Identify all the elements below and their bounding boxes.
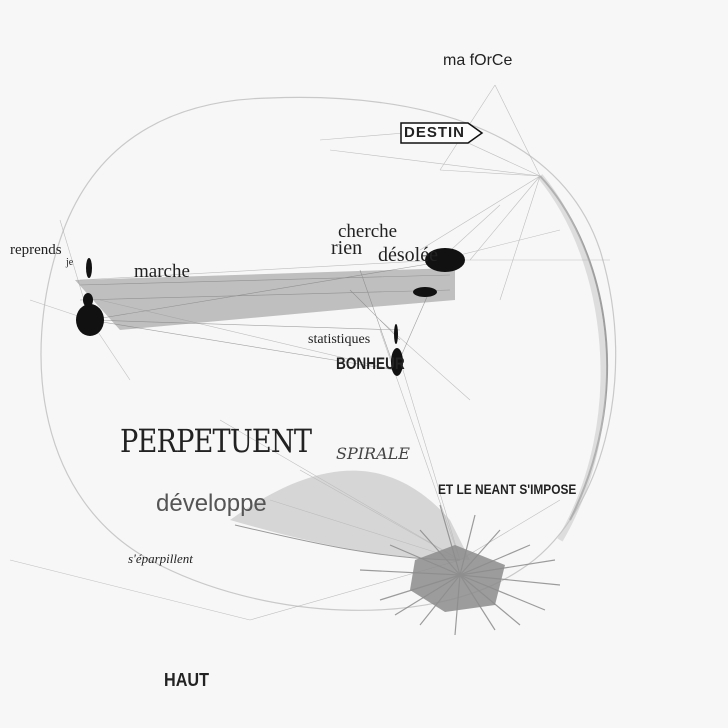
word-desolee: désolée xyxy=(378,244,438,266)
node-blobs xyxy=(76,248,465,376)
word-destin: DESTIN xyxy=(404,124,466,141)
word-je: je xyxy=(66,257,74,268)
word-reprends: reprends xyxy=(10,242,62,258)
outer-loop xyxy=(40,96,617,611)
word-developpe: développe xyxy=(156,490,267,517)
destin-sign-frame xyxy=(400,122,484,144)
word-et-le-neant: ET LE NEANT S'IMPOSE xyxy=(438,481,577,497)
word-marche: marche xyxy=(134,261,190,282)
word-eparpillent: s'éparpillent xyxy=(128,551,193,566)
lower-sheet xyxy=(230,470,470,560)
word-bonheur: BONHEUR xyxy=(336,354,405,373)
central-band xyxy=(75,268,455,330)
word-perpetuent: PERPETUENT xyxy=(120,422,312,460)
word-ma-force: ma fOrCe xyxy=(443,52,513,69)
word-statistiques: statistiques xyxy=(308,332,371,347)
word-spirale: SPIRALE xyxy=(336,444,410,463)
word-cherche: cherche xyxy=(338,221,398,242)
word-rien: rien xyxy=(331,237,363,259)
word-haut: HAUT xyxy=(164,670,209,690)
